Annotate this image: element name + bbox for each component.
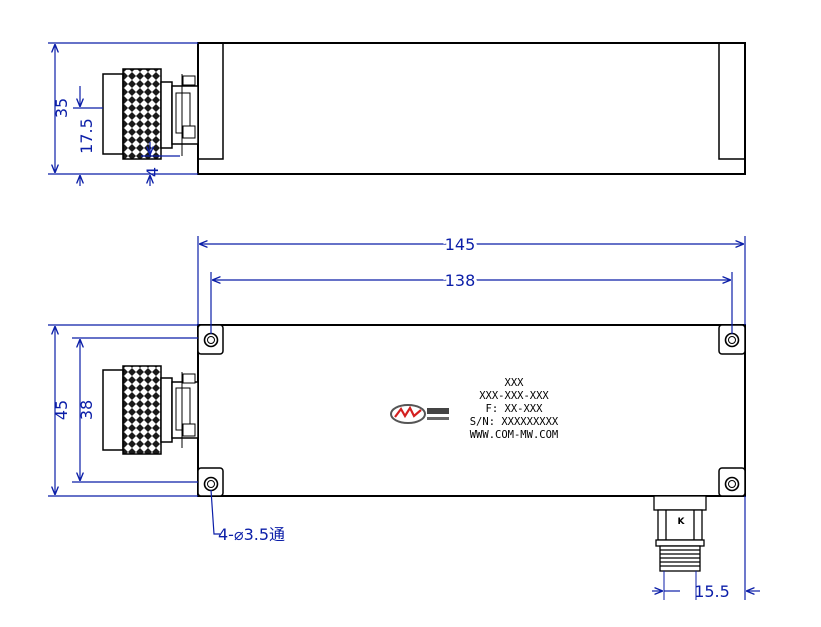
label-line-2: XXX-XXX-XXX bbox=[479, 390, 549, 402]
hole-note: 4-⌀3.5通 bbox=[218, 525, 285, 544]
front-view: K XXX XXX-XXX-XXX F: XX-XXX S/N: XXXXXXX… bbox=[48, 232, 760, 601]
dim-port-offset: 15.5 bbox=[694, 582, 730, 601]
top-dim-height: 35 bbox=[52, 98, 71, 118]
label-line-3: F: XX-XXX bbox=[486, 403, 544, 415]
label-line-1: XXX bbox=[505, 377, 525, 389]
front-connector bbox=[102, 365, 199, 455]
dim-length: 145 bbox=[445, 235, 476, 254]
label-line-4: S/N: XXXXXXXXX bbox=[470, 416, 559, 428]
product-label: XXX XXX-XXX-XXX F: XX-XXX S/N: XXXXXXXXX… bbox=[470, 377, 559, 441]
bottom-port-connector bbox=[653, 495, 707, 600]
top-connector bbox=[102, 68, 199, 160]
company-logo bbox=[390, 404, 449, 424]
top-end-cap-right bbox=[718, 42, 746, 160]
port-label: K bbox=[678, 517, 686, 527]
top-dim-offset: 4 bbox=[143, 167, 162, 177]
top-view: 35 17.5 4 bbox=[48, 42, 746, 186]
top-dim-center: 17.5 bbox=[77, 118, 96, 154]
top-body bbox=[197, 42, 746, 175]
dim-height: 45 bbox=[52, 400, 71, 420]
dim-hole-spacing: 138 bbox=[445, 271, 476, 290]
front-dimensions bbox=[48, 236, 760, 600]
top-dimensions bbox=[48, 42, 198, 186]
label-line-5: WWW.COM-MW.COM bbox=[470, 429, 559, 441]
mounting-tabs bbox=[197, 324, 746, 497]
dim-connector-height: 38 bbox=[77, 400, 96, 420]
front-body bbox=[197, 324, 746, 497]
